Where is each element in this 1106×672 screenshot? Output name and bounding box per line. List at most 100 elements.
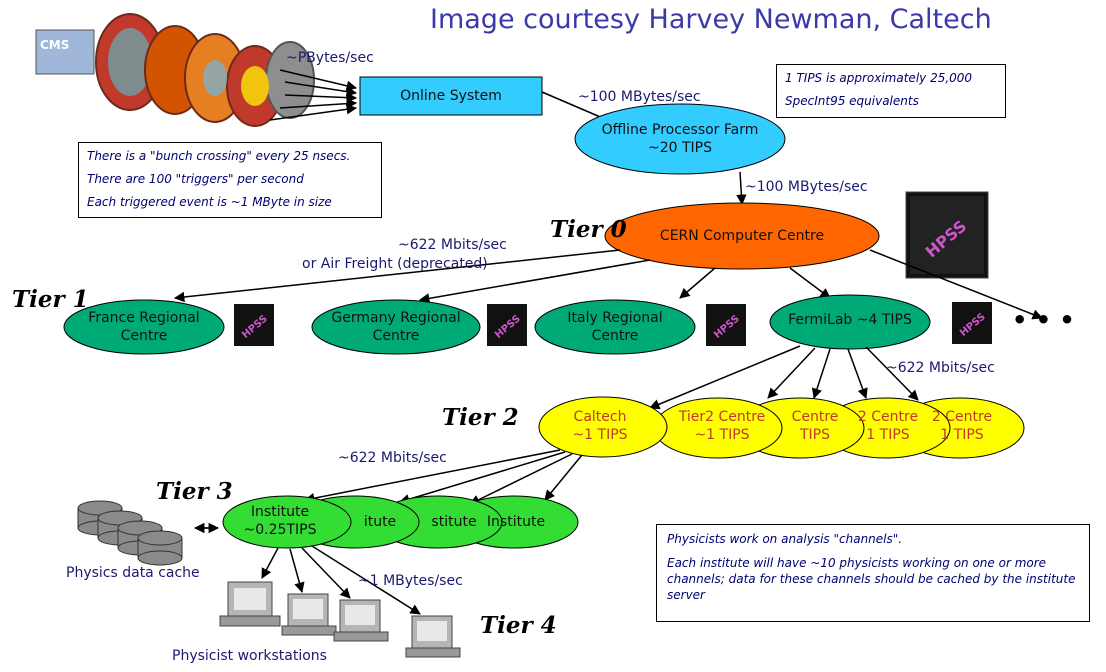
node-line1: FermiLab ~4 TIPS bbox=[788, 312, 912, 328]
tier2-label: Tier 2 bbox=[442, 404, 519, 431]
tier2-label-3: Centre TIPS bbox=[792, 408, 839, 444]
node-line2: 1 TIPS bbox=[940, 427, 984, 443]
tier1-hpss-icons: HPSS HPSS HPSS HPSS bbox=[234, 302, 992, 346]
physics-cache-caption: Physics data cache bbox=[66, 565, 200, 581]
data-cache-icon bbox=[77, 500, 183, 566]
note-tips-definition: 1 TIPS is approximately 25,000 SpecInt95… bbox=[776, 64, 1006, 118]
node-line1: 2 Centre bbox=[931, 409, 993, 425]
node-line2: ~1 TIPS bbox=[694, 427, 750, 443]
node-line1: Caltech bbox=[573, 409, 627, 425]
cern-label: CERN Computer Centre bbox=[659, 228, 825, 244]
rate-online-farm: ~100 MBytes/sec bbox=[578, 89, 701, 105]
offline-farm-name: Offline Processor Farm bbox=[601, 122, 759, 138]
tier1-label-italy: Italy Regional Centre bbox=[567, 309, 662, 345]
workstation-icon bbox=[281, 593, 337, 636]
rate-farm-cern: ~100 MBytes/sec bbox=[745, 179, 868, 195]
offline-farm-node bbox=[574, 103, 786, 175]
tier3-label: Tier 3 bbox=[156, 478, 233, 505]
rate-fermilab-tier2: ~622 Mbits/sec bbox=[886, 360, 995, 376]
note-physicists: Physicists work on analysis "channels". … bbox=[656, 524, 1090, 622]
node-line1: Tier2 Centre bbox=[678, 409, 766, 425]
image-credit: Image courtesy Harvey Newman, Caltech bbox=[430, 4, 992, 35]
tier1-label-fermilab: FermiLab ~4 TIPS bbox=[788, 311, 912, 329]
rate-tier2-tier3: ~622 Mbits/sec bbox=[338, 450, 447, 466]
workstations-caption: Physicist workstations bbox=[172, 648, 327, 664]
tier2-node-caltech bbox=[538, 396, 668, 458]
tier2-label-4: 2 Centre 1 TIPS bbox=[858, 408, 918, 444]
tier2-nodes bbox=[538, 396, 1025, 459]
tier1-label-france: France Regional Centre bbox=[88, 309, 199, 345]
tier3-label-1: Institute ~0.25TIPS bbox=[244, 503, 317, 539]
hpss-icon-italy: HPSS bbox=[706, 304, 746, 346]
node-line1: Germany Regional bbox=[331, 310, 461, 326]
rate-cern-tier1-line2: or Air Freight (deprecated) bbox=[302, 256, 488, 272]
tier1-label: Tier 1 bbox=[12, 286, 89, 313]
tier3-to-tier4-arrows bbox=[261, 545, 421, 615]
node-line2: 1 TIPS bbox=[866, 427, 910, 443]
rate-detector-online: ~PBytes/sec bbox=[286, 50, 374, 66]
tier1-label-germany: Germany Regional Centre bbox=[331, 309, 460, 345]
node-line2: ~0.25TIPS bbox=[243, 522, 317, 538]
note-bunch-crossing: There is a "bunch crossing" every 25 nse… bbox=[78, 142, 382, 218]
tier3-node-1 bbox=[222, 495, 352, 549]
node-line1: Italy Regional bbox=[567, 310, 663, 326]
hpss-icon-germany: HPSS bbox=[487, 304, 527, 346]
tier2-label-5: 2 Centre 1 TIPS bbox=[932, 408, 992, 444]
node-line1: stitute bbox=[431, 514, 477, 530]
tier1-node-germany bbox=[311, 299, 481, 355]
tier3-label-4: Institute bbox=[487, 513, 545, 531]
offline-farm-power: ~20 TIPS bbox=[647, 140, 713, 156]
node-line2: Centre bbox=[591, 328, 639, 344]
workstation-icon bbox=[405, 615, 461, 658]
note-line: 1 TIPS is approximately 25,000 bbox=[785, 71, 973, 85]
caltech-to-tier3-arrows bbox=[303, 449, 583, 505]
cern-node bbox=[604, 202, 880, 270]
tier1-node-italy bbox=[534, 299, 696, 355]
node-line1: France Regional bbox=[88, 310, 200, 326]
node-line2: ~1 TIPS bbox=[572, 427, 628, 443]
tier1-nodes bbox=[63, 294, 931, 355]
farm-to-cern-arrow bbox=[736, 171, 747, 206]
detector-arrows bbox=[269, 69, 358, 121]
tier3-label-2: itute bbox=[364, 513, 396, 531]
tier3-label-3: stitute bbox=[431, 513, 476, 531]
workstation-icon bbox=[219, 581, 281, 627]
node-line2: TIPS bbox=[799, 427, 830, 443]
node-line1: Institute bbox=[250, 504, 310, 520]
online-system-box bbox=[359, 76, 543, 116]
cern-to-tier1-arrows bbox=[173, 249, 1043, 320]
online-system-label: Online System bbox=[400, 88, 502, 104]
fermilab-to-tier2-arrows bbox=[649, 345, 919, 410]
hpss-icon-france: HPSS bbox=[234, 304, 274, 346]
note-line: Each institute will have ~10 physicists … bbox=[667, 556, 1076, 602]
hpss-icon-fermilab: HPSS bbox=[952, 302, 992, 344]
tier4-label: Tier 4 bbox=[480, 612, 557, 639]
tier2-label-caltech: Caltech ~1 TIPS bbox=[572, 408, 627, 444]
node-line2: Centre bbox=[372, 328, 420, 344]
tier1-node-fermilab bbox=[769, 294, 931, 350]
node-line1: Centre bbox=[791, 409, 839, 425]
node-line2: Centre bbox=[120, 328, 168, 344]
workstation-icon bbox=[333, 599, 389, 642]
note-line: Physicists work on analysis "channels". bbox=[667, 532, 903, 546]
note-line: SpecInt95 equivalents bbox=[785, 94, 919, 108]
rate-tier3-tier4: ~1 MBytes/sec bbox=[358, 573, 463, 589]
node-line1: Institute bbox=[486, 514, 546, 530]
node-line1: 2 Centre bbox=[857, 409, 919, 425]
cms-detector-icon bbox=[35, 13, 315, 127]
note-line: There are 100 "triggers" per second bbox=[87, 172, 304, 186]
note-line: There is a "bunch crossing" every 25 nse… bbox=[87, 149, 351, 163]
cms-logo-box bbox=[35, 29, 95, 75]
tier1-node-france bbox=[63, 299, 225, 355]
tier2-label-2: Tier2 Centre ~1 TIPS bbox=[679, 408, 766, 444]
cern-hpss-icon: HPSS bbox=[905, 191, 989, 279]
more-centres-ellipsis: • • • bbox=[1012, 306, 1075, 334]
offline-farm-label: Offline Processor Farm ~20 TIPS bbox=[602, 121, 759, 157]
cms-logo-text: CMS bbox=[40, 38, 70, 52]
note-line: Each triggered event is ~1 MByte in size bbox=[87, 195, 332, 209]
node-line1: itute bbox=[363, 514, 397, 530]
rate-cern-tier1-line1: ~622 Mbits/sec bbox=[398, 237, 507, 253]
workstation-icons bbox=[219, 581, 461, 658]
